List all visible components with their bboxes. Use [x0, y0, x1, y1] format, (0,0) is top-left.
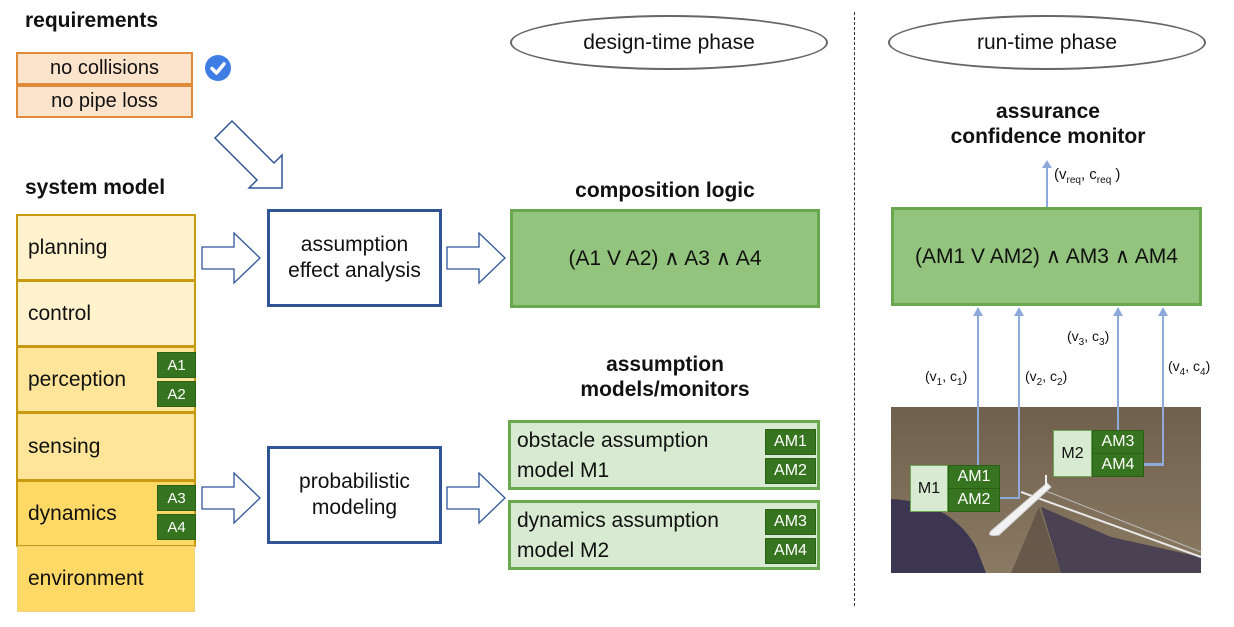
- input-label-2: (v2, c2): [1025, 368, 1068, 388]
- requirement-no-collisions: no collisions: [16, 52, 193, 85]
- runtime-composition-box: (AM1 V AM2) ∧ AM3 ∧ AM4: [891, 207, 1202, 306]
- scene-model-m2: M2: [1053, 430, 1092, 477]
- arrowhead-3: [1113, 307, 1123, 316]
- right-arrow-icon: [446, 471, 506, 525]
- assumption-tag-a2: A2: [157, 381, 196, 407]
- monitor-tag-am4: AM4: [765, 538, 816, 564]
- probabilistic-modeling-box: probabilistic modeling: [267, 446, 442, 544]
- output-label: (vreq, creq ): [1054, 166, 1121, 186]
- assumption-effect-analysis-box: assumption effect analysis: [267, 209, 442, 307]
- model-line-2: model M2: [517, 539, 610, 562]
- underwater-scene: [891, 407, 1201, 573]
- arrowhead-1: [973, 307, 983, 316]
- layer-control: control: [16, 280, 196, 347]
- arrowhead-4: [1158, 307, 1168, 316]
- heading-line-2: models/monitors: [580, 378, 750, 401]
- design-time-phase-label: design-time phase: [510, 15, 828, 70]
- check-circle-icon: [205, 55, 231, 81]
- assumption-tag-a3: A3: [157, 485, 196, 511]
- monitor-connectors-lower: [1000, 460, 1164, 499]
- analysis-line-2: effect analysis: [288, 259, 421, 282]
- model-line-1: dynamics assumption: [517, 509, 719, 532]
- diagonal-arrow-icon: [213, 119, 283, 189]
- heading-line-1: assumption: [606, 353, 724, 376]
- analysis-line-1: assumption: [300, 233, 409, 256]
- right-arrow-icon: [446, 231, 506, 285]
- scene-tag-am1: AM1: [948, 465, 1000, 489]
- layer-label: environment: [28, 567, 144, 590]
- assurance-monitor-heading: assurance confidence monitor: [890, 99, 1206, 149]
- layer-label: sensing: [28, 434, 101, 458]
- input-label-4: (v4, c4): [1168, 358, 1211, 378]
- monitor-tag-am1: AM1: [765, 429, 816, 455]
- connector-am2: [1018, 314, 1020, 470]
- run-time-phase-label: run-time phase: [888, 15, 1206, 70]
- right-arrow-icon: [201, 471, 261, 525]
- right-arrow-icon: [201, 231, 261, 285]
- layer-label: control: [28, 301, 92, 325]
- modeling-line-1: probabilistic: [299, 470, 410, 493]
- output-arrow-icon: [1042, 160, 1052, 210]
- runtime-formula: (AM1 V AM2) ∧ AM3 ∧ AM4: [915, 245, 1178, 268]
- scene-tag-am3: AM3: [1092, 430, 1144, 454]
- modeling-line-2: modeling: [311, 496, 398, 519]
- heading-line-1: assurance: [996, 100, 1100, 123]
- composition-formula: (A1 V A2) ∧ A3 ∧ A4: [568, 247, 762, 270]
- scene-model-m1: M1: [910, 465, 948, 512]
- layer-sensing: sensing: [16, 412, 196, 481]
- scene-tag-am2: AM2: [948, 488, 1000, 512]
- assumption-tag-a4: A4: [157, 514, 196, 540]
- input-label-1: (v1, c1): [925, 368, 968, 388]
- arrowhead-2: [1014, 307, 1024, 316]
- run-time-phase-text: run-time phase: [976, 30, 1118, 54]
- input-label-3: (v3, c3): [1067, 328, 1110, 348]
- requirement-no-pipe-loss: no pipe loss: [16, 85, 193, 118]
- monitor-tag-am3: AM3: [765, 509, 816, 535]
- composition-logic-heading: composition logic: [575, 179, 755, 202]
- connector-am4: [1144, 314, 1164, 466]
- layer-label: dynamics: [28, 501, 117, 525]
- model-line-1: obstacle assumption: [517, 429, 709, 452]
- layer-label: perception: [28, 367, 127, 391]
- heading-line-2: confidence monitor: [950, 125, 1146, 148]
- requirements-heading: requirements: [25, 9, 159, 32]
- layer-label: planning: [28, 235, 108, 259]
- scene-tag-am4: AM4: [1092, 453, 1144, 477]
- system-model-heading: system model: [25, 176, 166, 199]
- model-line-2: model M1: [517, 459, 610, 482]
- design-time-phase-text: design-time phase: [583, 30, 755, 54]
- layer-environment: environment: [17, 546, 195, 612]
- composition-logic-box: (A1 V A2) ∧ A3 ∧ A4: [510, 209, 820, 308]
- monitor-tag-am2: AM2: [765, 458, 816, 484]
- layer-planning: planning: [16, 214, 196, 281]
- assumption-tag-a1: A1: [157, 352, 196, 378]
- assumption-models-heading: assumption models/monitors: [510, 352, 820, 402]
- phase-divider: [854, 12, 855, 606]
